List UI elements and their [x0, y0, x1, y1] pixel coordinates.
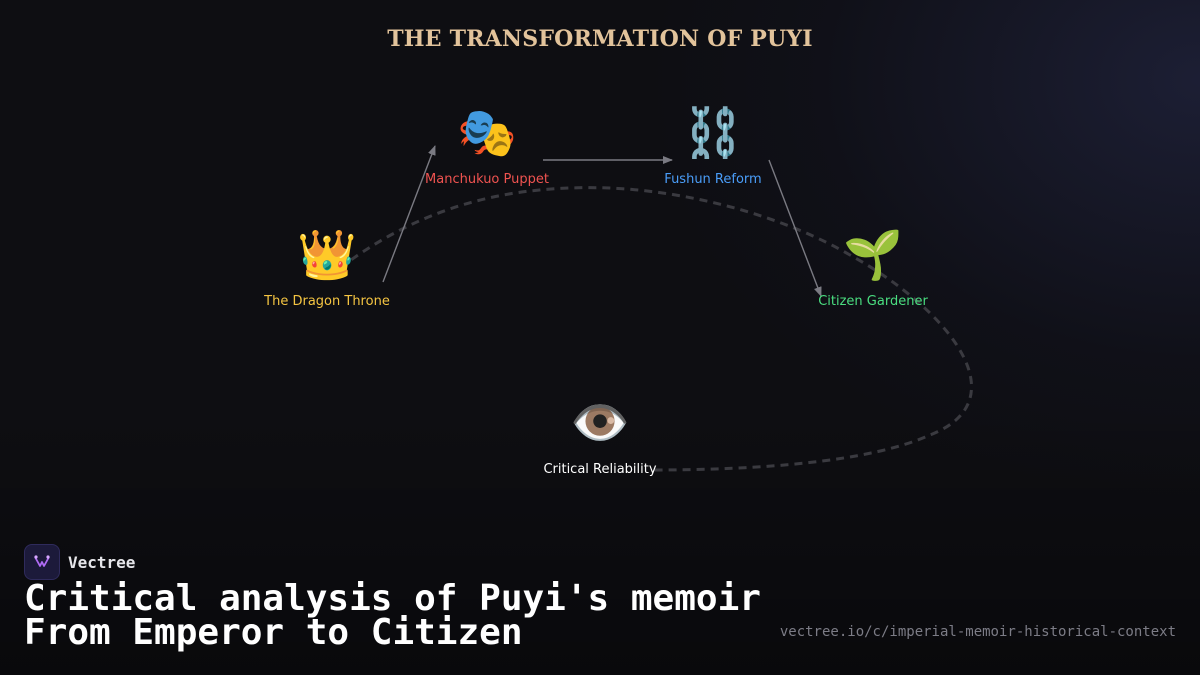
node-citizen-gardener: 🌱 Citizen Gardener: [773, 228, 973, 309]
headline-line-1: Critical analysis of Puyi's memoir: [24, 578, 761, 619]
node-critical-reliability: 👁️ Critical Reliability: [500, 396, 700, 477]
node-manchukuo-puppet: 🎭 Manchukuo Puppet: [387, 106, 587, 187]
node-label: Fushun Reform: [664, 172, 762, 187]
headline: Critical analysis of Puyi's memoir From …: [24, 578, 761, 653]
brand: Vectree: [24, 544, 135, 580]
arrow-reform-to-gardener: [768, 159, 822, 297]
theater-masks-icon: 🎭: [457, 107, 517, 160]
source-url[interactable]: vectree.io/c/imperial-memoir-historical-…: [779, 624, 1176, 640]
diagram-title: THE TRANSFORMATION OF PUYI: [387, 26, 813, 52]
vectree-logo-icon: [24, 544, 60, 580]
node-dragon-throne: 👑 The Dragon Throne: [227, 228, 427, 309]
headline-line-2: From Emperor to Citizen: [24, 612, 523, 653]
node-label: Critical Reliability: [543, 462, 657, 477]
node-label: Manchukuo Puppet: [425, 172, 549, 187]
node-fushun-reform: ⛓️ Fushun Reform: [613, 106, 813, 187]
dashed-journey-curve: [339, 186, 973, 472]
node-label: Citizen Gardener: [818, 294, 928, 309]
eye-icon: 👁️: [570, 397, 630, 450]
crown-icon: 👑: [297, 229, 357, 282]
brand-name: Vectree: [68, 552, 136, 572]
arrow-throne-to-puppet: [382, 145, 436, 283]
node-label: The Dragon Throne: [264, 294, 390, 309]
seedling-icon: 🌱: [843, 229, 903, 282]
chains-icon: ⛓️: [683, 107, 743, 160]
